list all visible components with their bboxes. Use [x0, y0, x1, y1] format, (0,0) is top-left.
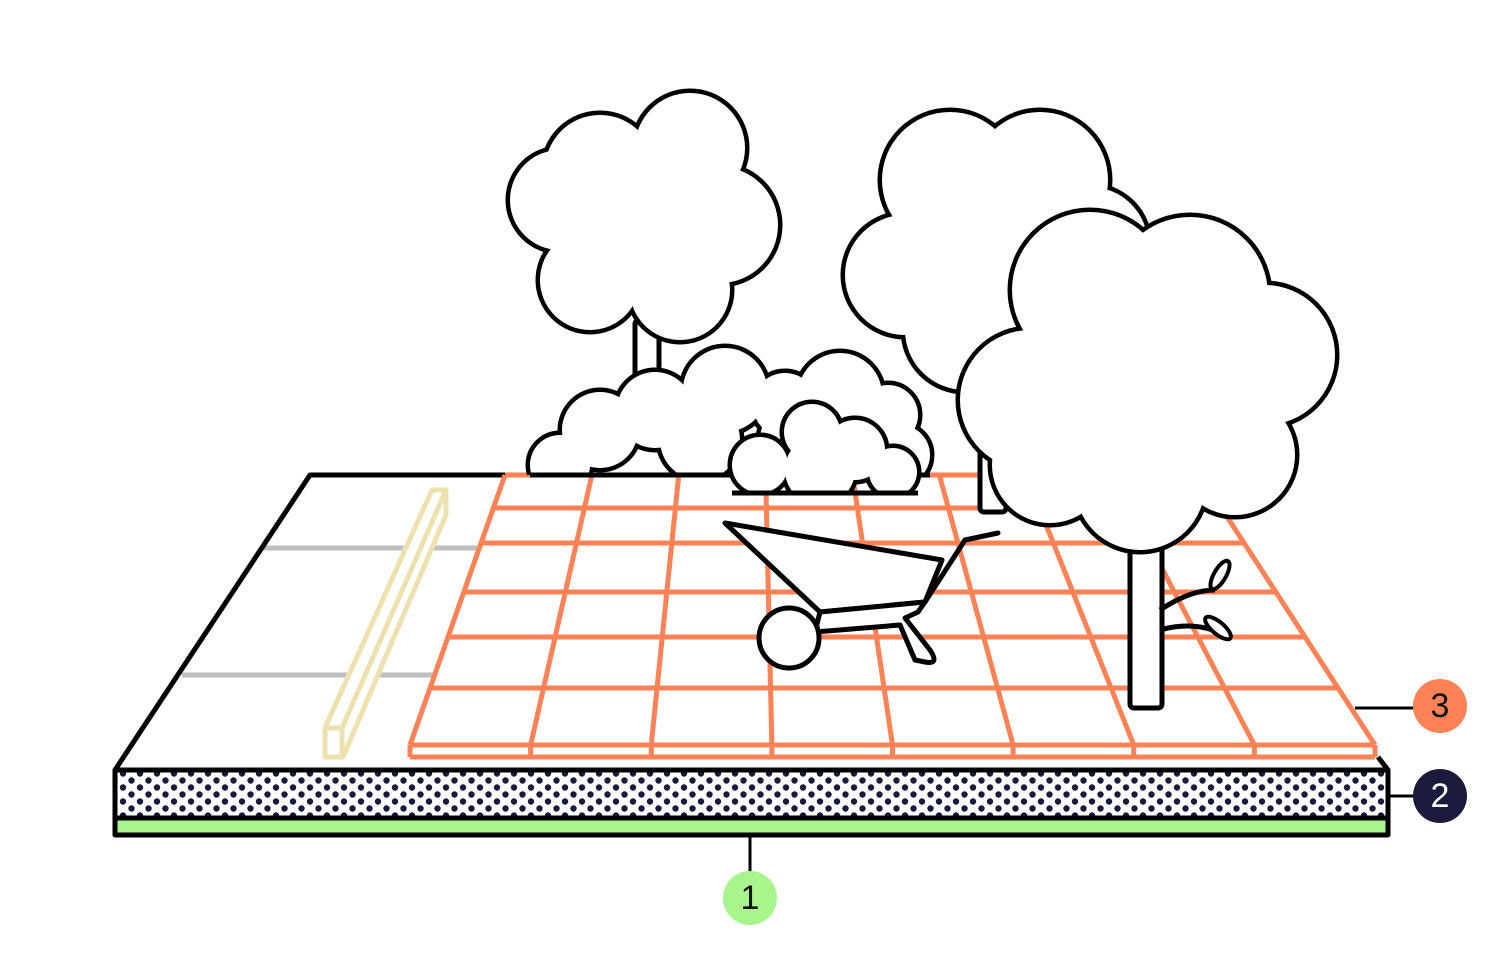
tree-icon [955, 207, 1340, 555]
label-badge-2 [1413, 769, 1467, 823]
paver-column-line [528, 474, 595, 746]
fill-lobe [530, 435, 590, 475]
callout-3: 3 [1355, 679, 1467, 733]
wheelbarrow-icon [722, 520, 1001, 671]
label-2: 2 [1431, 777, 1450, 815]
label-3: 3 [1431, 687, 1450, 725]
fill-lobe [1060, 290, 1240, 470]
fill-lobe [785, 435, 855, 493]
fill-lobe [580, 160, 700, 280]
paver-column-line [407, 474, 508, 746]
paver-column-line [936, 474, 1016, 746]
bush-icon [727, 399, 922, 493]
fill-lobe [869, 448, 917, 493]
label-badge-1 [723, 871, 777, 925]
leaf-icon [1203, 614, 1233, 642]
paver-column-line [763, 474, 775, 746]
label-1: 1 [741, 879, 760, 917]
edging-strip [322, 487, 449, 760]
fill-lobe [732, 437, 788, 493]
callout-2: 2 [1388, 769, 1467, 823]
tree-icon [505, 88, 783, 345]
surface-outline [112, 472, 505, 772]
label-badge-3 [1413, 679, 1467, 733]
leaf-icon [1208, 558, 1232, 592]
fill-lobe [660, 400, 740, 475]
paver-column-line [648, 474, 682, 746]
paver-column-line [1197, 473, 1378, 747]
gravel-layer [115, 770, 1388, 818]
trees-and-bushes [505, 88, 1340, 711]
base-layer [115, 818, 1388, 835]
fill-lobe [992, 407, 1108, 523]
callout-1: 1 [723, 835, 777, 925]
